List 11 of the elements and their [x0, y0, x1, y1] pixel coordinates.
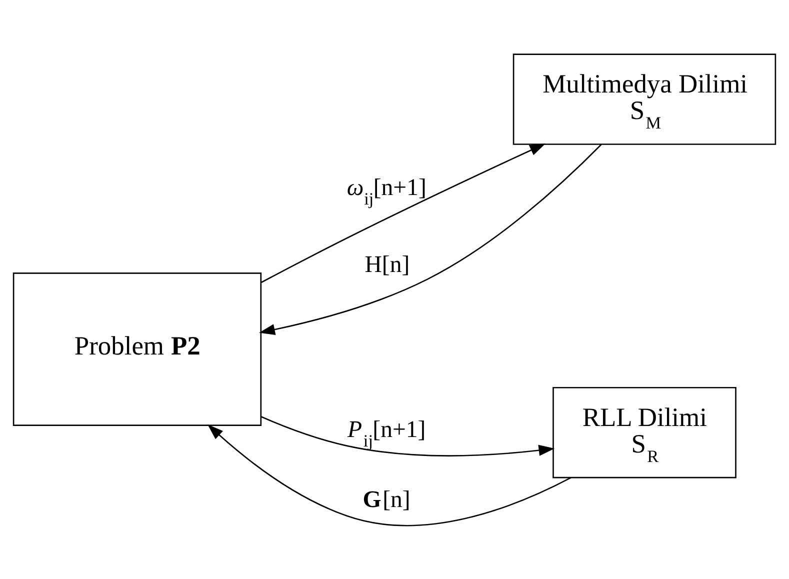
node-box: Multimedya Dilimi S$_{M}$ — [512, 53, 776, 144]
edge-label: P$_{ij}$[n+1] — [348, 416, 426, 450]
edge-label: G[n] — [362, 486, 410, 513]
edge-label: ω$_{ij}$[n+1] — [346, 174, 426, 208]
node-box: Problem P2 — [12, 272, 262, 426]
node-box: RLL Dilimi S$_{R}$ — [552, 386, 736, 478]
arrow — [208, 424, 572, 526]
arrow — [261, 142, 546, 282]
edge-label: H[n] — [364, 251, 410, 278]
arrow — [260, 416, 555, 456]
arrow — [259, 144, 602, 335]
